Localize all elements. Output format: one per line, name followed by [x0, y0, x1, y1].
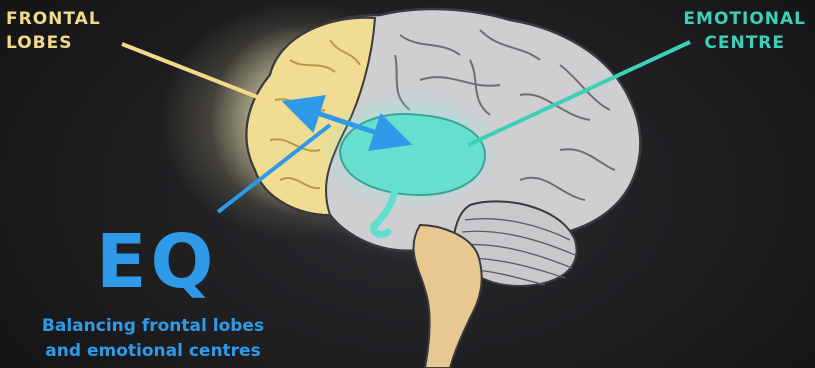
caption-line2: and emotional centres — [14, 339, 292, 364]
caption-line1: Balancing frontal lobes — [14, 314, 292, 339]
emotional-centre-label: EMOTIONAL CENTRE — [683, 7, 806, 55]
emotional-label-line1: EMOTIONAL — [683, 7, 806, 31]
eq-caption: Balancing frontal lobes and emotional ce… — [14, 314, 292, 364]
eq-title: EQ — [96, 222, 217, 302]
frontal-label-line2: LOBES — [6, 31, 101, 55]
frontal-label-line1: FRONTAL — [6, 7, 101, 31]
emotional-label-line2: CENTRE — [683, 31, 806, 55]
frontal-lobes-label: FRONTAL LOBES — [6, 7, 101, 55]
